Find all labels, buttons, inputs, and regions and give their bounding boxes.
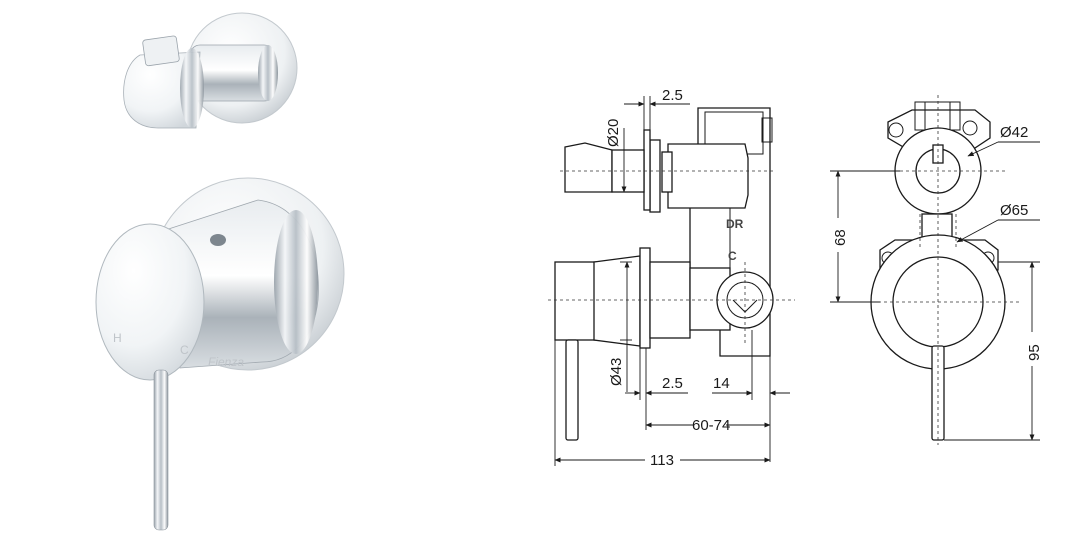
dim-upper-plate-dia: Ø42	[1000, 124, 1028, 141]
front-view-drawing: Ø42 Ø65 68 95	[830, 95, 1043, 445]
dim-lower-plate-dia: Ø65	[1000, 202, 1028, 219]
cold-label: C	[728, 249, 737, 263]
mixer-body: H C Fienza	[95, 177, 345, 381]
hot-marking: H	[113, 331, 122, 345]
dim-overall-depth: 113	[650, 452, 674, 469]
dim-mixer-handle-dia: Ø43	[608, 358, 625, 386]
dim-centre-distance: 68	[832, 229, 849, 246]
dim-wall-depth: 60-74	[692, 417, 730, 434]
dim-plate-thickness-top: 2.5	[662, 87, 683, 104]
dim-diverter-handle-dia: Ø20	[605, 119, 622, 147]
diverter-label: DR	[726, 217, 744, 231]
brand-marking: Fienza	[208, 355, 244, 369]
product-photo: H C Fienza	[95, 12, 345, 531]
mixer-lever	[153, 369, 169, 531]
dim-plate-thickness-bottom: 2.5	[662, 375, 683, 392]
dim-body-offset: 14	[713, 375, 730, 392]
diverter-knob	[123, 12, 298, 129]
dim-lever-height: 95	[1026, 344, 1043, 361]
cold-marking: C	[180, 343, 189, 357]
side-view-drawing: DR C 2.5 Ø20 Ø43 2.5 14 60-74	[548, 87, 795, 469]
